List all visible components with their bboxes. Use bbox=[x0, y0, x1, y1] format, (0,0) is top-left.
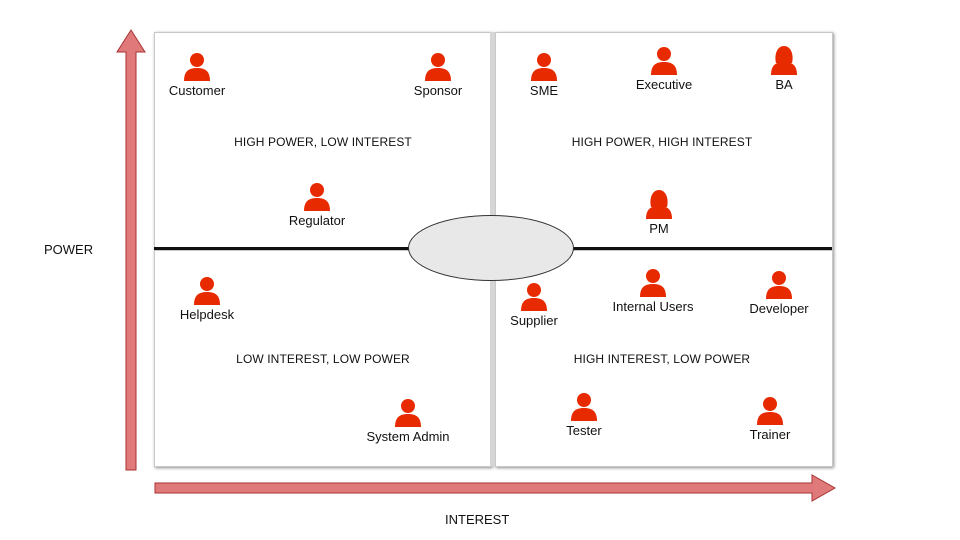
stakeholder-name: Developer bbox=[749, 301, 809, 316]
interest-axis-label: INTEREST bbox=[445, 512, 510, 527]
power-axis-label: POWER bbox=[44, 242, 94, 257]
quadrant-low-interest-low-power: LOW INTEREST, LOW POWER Helpdesk System … bbox=[154, 250, 492, 467]
person-icon bbox=[766, 271, 792, 299]
person-icon bbox=[531, 53, 557, 81]
stakeholder-tester: Tester bbox=[564, 389, 604, 438]
stakeholder-system-admin: System Admin bbox=[366, 395, 450, 444]
person-icon bbox=[571, 393, 597, 421]
stakeholder-pm: PM bbox=[639, 187, 679, 236]
person-icon bbox=[395, 399, 421, 427]
stakeholder-name: Tester bbox=[566, 423, 602, 438]
quadrant-label: HIGH INTEREST, LOW POWER bbox=[573, 352, 751, 366]
stakeholder-name: Trainer bbox=[749, 427, 791, 442]
quadrant-high-interest-low-power: HIGH INTEREST, LOW POWER Supplier Intern… bbox=[495, 250, 833, 467]
person-icon bbox=[651, 47, 677, 75]
person-icon bbox=[425, 53, 451, 81]
power-axis-arrow bbox=[116, 29, 146, 471]
quadrant-high-power-low-interest: HIGH POWER, LOW INTEREST Customer Sponso… bbox=[154, 32, 492, 250]
stakeholder-sponsor: Sponsor bbox=[414, 49, 462, 98]
stakeholder-name: Customer bbox=[168, 83, 226, 98]
stakeholder-name: Internal Users bbox=[612, 299, 694, 314]
stakeholder-developer: Developer bbox=[749, 267, 809, 316]
stakeholder-sme: SME bbox=[524, 49, 564, 98]
stakeholder-executive: Executive bbox=[636, 43, 692, 92]
quadrant-label: HIGH POWER, HIGH INTEREST bbox=[571, 135, 753, 149]
quadrant-label: LOW INTEREST, LOW POWER bbox=[236, 352, 410, 366]
person-icon bbox=[640, 269, 666, 297]
person-icon bbox=[757, 397, 783, 425]
stakeholder-name: SME bbox=[529, 83, 559, 98]
person-icon bbox=[194, 277, 220, 305]
stakeholder-name: BA bbox=[775, 77, 793, 92]
stakeholder-name: System Admin bbox=[366, 429, 450, 444]
center-oval bbox=[408, 215, 574, 281]
person-icon bbox=[304, 183, 330, 211]
stakeholder-helpdesk: Helpdesk bbox=[180, 273, 234, 322]
stakeholder-customer: Customer bbox=[169, 49, 225, 98]
stakeholder-name: Supplier bbox=[510, 313, 558, 328]
stakeholder-trainer: Trainer bbox=[750, 393, 790, 442]
stakeholder-internal-users: Internal Users bbox=[613, 265, 693, 314]
person-female-icon bbox=[771, 46, 797, 75]
person-icon bbox=[521, 283, 547, 311]
stakeholder-name: PM bbox=[649, 221, 669, 236]
stakeholder-name: Regulator bbox=[288, 213, 346, 228]
person-icon bbox=[184, 53, 210, 81]
stakeholder-supplier: Supplier bbox=[510, 279, 558, 328]
stakeholder-name: Sponsor bbox=[413, 83, 463, 98]
stakeholder-name: Helpdesk bbox=[179, 307, 235, 322]
stakeholder-regulator: Regulator bbox=[289, 179, 345, 228]
quadrant-label: HIGH POWER, LOW INTEREST bbox=[234, 135, 412, 149]
quadrant-high-power-high-interest: HIGH POWER, HIGH INTEREST SME Executive … bbox=[495, 32, 833, 250]
stakeholder-ba: BA bbox=[764, 43, 804, 92]
person-female-icon bbox=[646, 190, 672, 219]
stakeholder-name: Executive bbox=[635, 77, 693, 92]
interest-axis-arrow bbox=[154, 474, 837, 502]
